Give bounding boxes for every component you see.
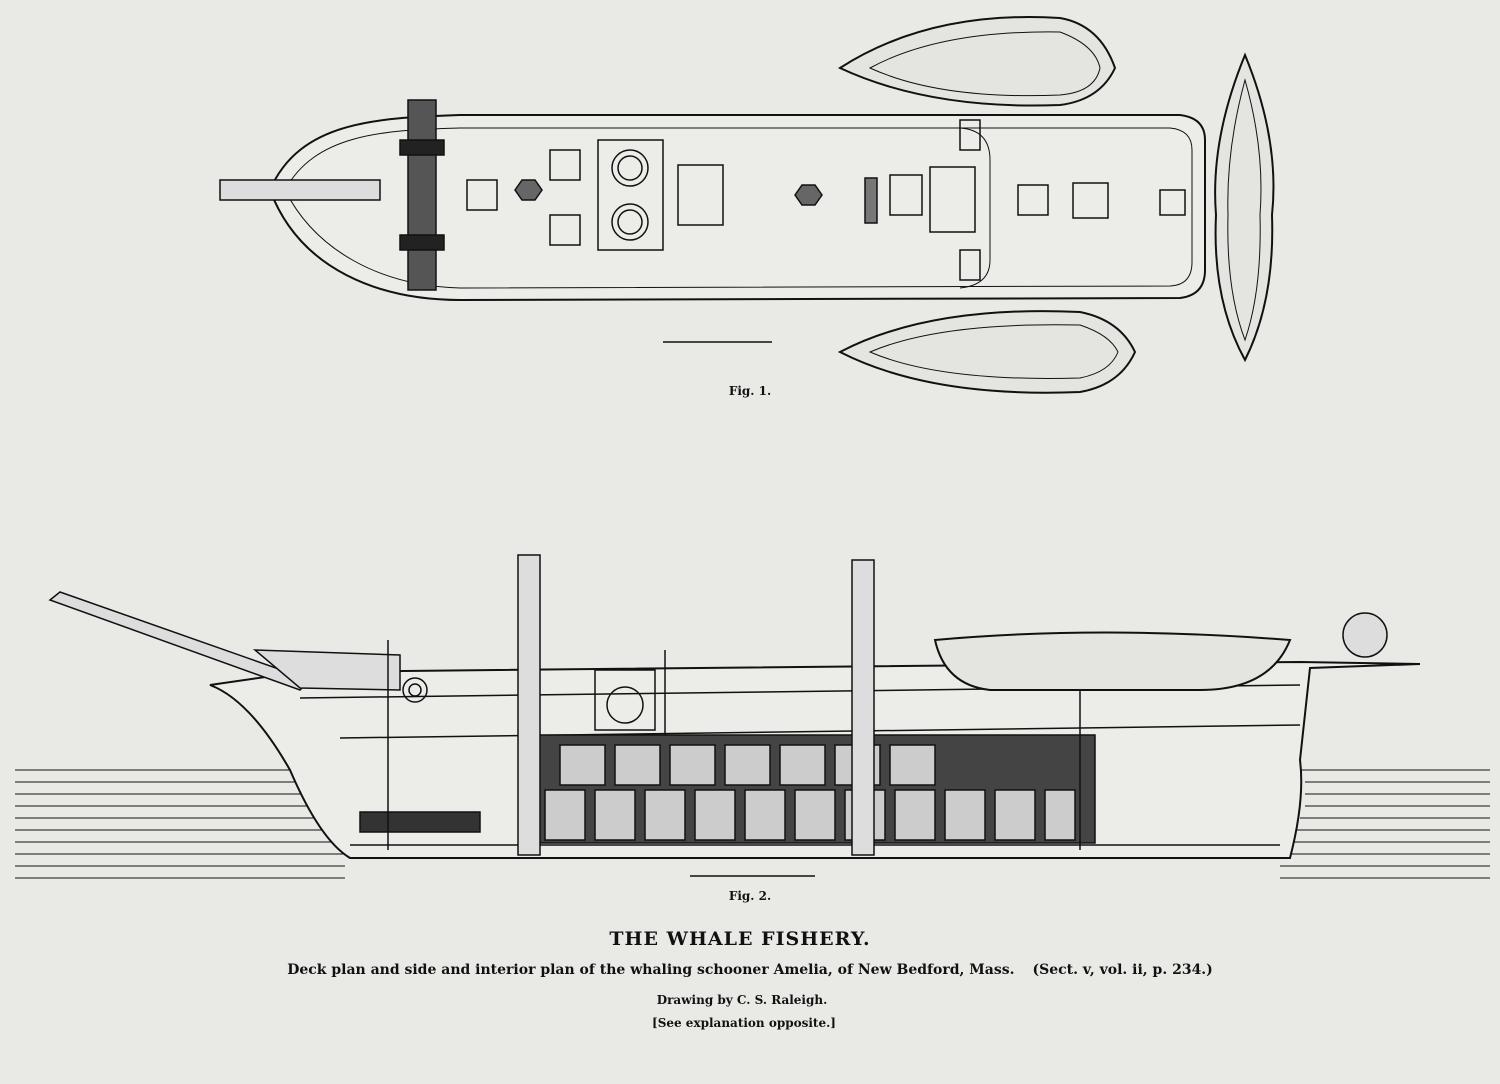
plate-title: THE WHALE FISHERY. bbox=[609, 928, 871, 950]
bowsprit bbox=[48, 591, 312, 691]
whaleboat-top bbox=[837, 16, 1117, 107]
whaleboat-bottom bbox=[837, 310, 1137, 394]
whaleboat-davits bbox=[933, 631, 1292, 691]
whaleboat-stern bbox=[1214, 52, 1275, 363]
explanation-note: [See explanation opposite.] bbox=[652, 1016, 836, 1030]
side-plan-drawing bbox=[15, 554, 1490, 879]
deck-hull-outline bbox=[268, 114, 1206, 302]
tryworks bbox=[597, 139, 664, 251]
figure-2-label: Fig. 2. bbox=[728, 889, 772, 903]
figure-1-label: Fig. 1. bbox=[728, 384, 772, 398]
drawing-credit: Drawing by C. S. Raleigh. bbox=[656, 993, 828, 1007]
mainmast bbox=[851, 559, 875, 856]
foremast bbox=[517, 554, 541, 856]
bowsprit bbox=[219, 179, 381, 201]
plate-description: Deck plan and side and interior plan of … bbox=[0, 962, 1500, 978]
section-reference: (Sect. v, vol. ii, p. 234.) bbox=[1032, 962, 1213, 978]
windlass bbox=[407, 99, 437, 291]
deck-plan-drawing bbox=[219, 16, 1275, 394]
description-text: Deck plan and side and interior plan of … bbox=[287, 962, 1015, 978]
boat-sail-furled bbox=[1342, 612, 1388, 658]
water-lines bbox=[15, 769, 1490, 879]
